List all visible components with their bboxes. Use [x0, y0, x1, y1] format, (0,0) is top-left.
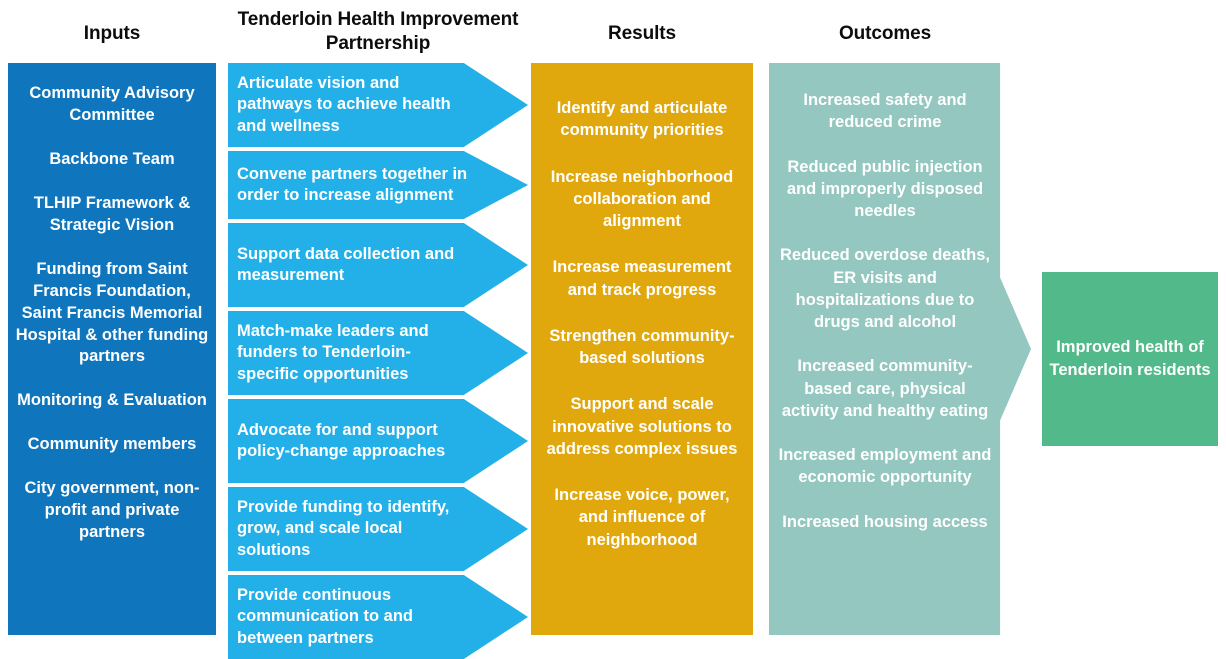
- results-list-item: Increase measurement and track progress: [552, 258, 732, 299]
- tlhip-arrow-item: Convene partners together in order to in…: [228, 151, 528, 219]
- outcomes-list-item: Reduced overdose deaths, ER visits and h…: [780, 246, 990, 332]
- column-heading-inputs: Inputs: [83, 23, 141, 44]
- outcomes-list-item: Reduced public injection and improperly …: [786, 157, 984, 221]
- inputs-list-item: Monitoring & Evaluation: [17, 391, 207, 410]
- tlhip-arrow-item: Provide continuous communication to and …: [228, 575, 528, 659]
- outcomes-list-item: Increased community-based care, physical…: [781, 357, 989, 420]
- impact-label: Improved health of Tenderloin residents: [1049, 338, 1211, 379]
- tlhip-arrow-label: Provide funding to identify, grow, and s…: [237, 497, 450, 559]
- tlhip-arrow-label: Provide continuous communication to and …: [237, 585, 414, 647]
- column-heading-results: Results: [608, 23, 676, 44]
- inputs-list-item: Funding from Saint Francis Foundation, S…: [15, 259, 209, 366]
- inputs-list-item: TLHIP Framework & Strategic Vision: [33, 193, 191, 234]
- tlhip-arrow-item: Match-make leaders and funders to Tender…: [228, 311, 528, 395]
- tlhip-arrow-label: Match-make leaders and funders to Tender…: [237, 321, 429, 383]
- inputs-list-item: Community Advisory Committee: [29, 84, 195, 124]
- results-list-item: Identify and articulate community priori…: [556, 99, 728, 140]
- tlhip-arrow-label: Articulate vision and pathways to achiev…: [237, 73, 451, 135]
- inputs-list-item: City government, non-profit and private …: [24, 479, 200, 542]
- tlhip-arrow-item: Provide funding to identify, grow, and s…: [228, 487, 528, 571]
- column-heading-outcomes: Outcomes: [838, 23, 932, 44]
- outcomes-list-item: Increased safety and reduced crime: [803, 91, 967, 132]
- tlhip-arrow-item: Support data collection and measurement: [228, 223, 528, 307]
- tlhip-column-panel: Articulate vision and pathways to achiev…: [228, 63, 528, 659]
- tlhip-arrow-label: Advocate for and support policy-change a…: [237, 420, 446, 460]
- inputs-list-item: Backbone Team: [49, 149, 175, 168]
- outcomes-list-item: Increased employment and economic opport…: [778, 446, 992, 487]
- column-heading-tenderloin-health-improvement-partnership: Tenderloin Health Improvement Partnershi…: [237, 9, 519, 55]
- tlhip-arrow-label: Support data collection and measurement: [237, 244, 455, 284]
- results-list-item: Support and scale innovative solutions t…: [546, 395, 738, 458]
- inputs-column-panel: Community Advisory Committee Backbone Te…: [8, 63, 216, 635]
- outcomes-column-panel: Increased safety and reduced crime Reduc…: [769, 63, 1031, 635]
- tlhip-arrow-label: Convene partners together in order to in…: [237, 164, 468, 204]
- impact-box: Improved health of Tenderloin residents: [1042, 272, 1218, 446]
- results-list-item: Increase neighborhood collaboration and …: [550, 167, 734, 231]
- tlhip-arrow-item: Advocate for and support policy-change a…: [228, 399, 528, 483]
- results-column-panel: Identify and articulate community priori…: [531, 63, 753, 635]
- results-list-item: Strengthen community-based solutions: [549, 326, 735, 368]
- outcomes-list-item: Increased housing access: [782, 512, 988, 531]
- inputs-list-item: Community members: [27, 435, 197, 454]
- tlhip-arrow-item: Articulate vision and pathways to achiev…: [228, 63, 528, 147]
- results-list-item: Increase voice, power, and influence of …: [554, 486, 730, 549]
